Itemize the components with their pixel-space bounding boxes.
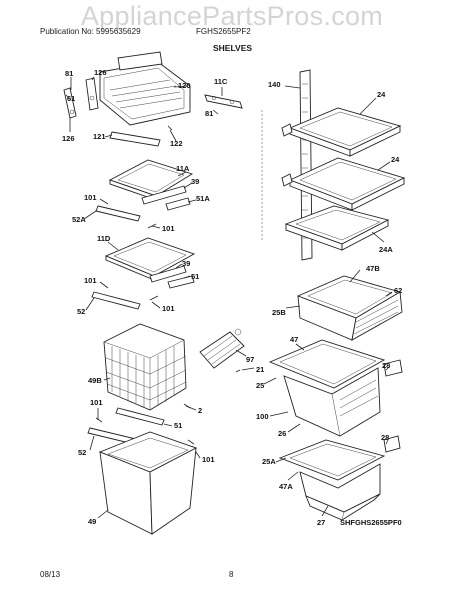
- callout-25b: 25B: [272, 308, 286, 317]
- callout-49: 49: [88, 517, 96, 526]
- callout-26: 26: [278, 429, 286, 438]
- bin-49-drawing: [98, 431, 198, 535]
- crisper-25a-drawing: [278, 435, 401, 521]
- section-title: SHELVES: [213, 43, 253, 53]
- callout-28-b: 28: [381, 433, 389, 442]
- callout-21: 21: [256, 365, 264, 374]
- callout-28: 28: [382, 361, 390, 370]
- callout-27: 27: [317, 518, 325, 527]
- callout-39: 39: [191, 177, 199, 186]
- crisper-47b-drawing: [296, 275, 403, 341]
- bracket-11c-drawing: [204, 94, 243, 115]
- callout-24-upper: 24: [377, 90, 386, 99]
- callout-11a: 11A: [176, 164, 190, 173]
- shelf-24-middle-drawing: [281, 157, 406, 211]
- callout-11c: 11C: [214, 77, 228, 86]
- page-number: 8: [229, 570, 234, 579]
- callout-47: 47: [290, 335, 298, 344]
- callout-52: 52: [77, 307, 85, 316]
- footer-date: 08/13: [40, 570, 61, 579]
- rail-140-drawing: [261, 69, 313, 261]
- callout-126: 126: [94, 68, 107, 77]
- callout-47a: 47A: [279, 482, 293, 491]
- callout-101-d: 101: [162, 304, 175, 313]
- callout-52-b: 52: [78, 448, 86, 457]
- callout-101-f: 101: [202, 455, 215, 464]
- callout-121: 121: [93, 132, 106, 141]
- callout-101-c: 101: [84, 276, 97, 285]
- callout-101: 101: [84, 193, 97, 202]
- callout-101-e: 101: [90, 398, 103, 407]
- callout-101-b: 101: [162, 224, 175, 233]
- bin-120-drawing: [63, 51, 191, 147]
- model-number: FGHS2655PF2: [196, 27, 251, 36]
- part-97-drawing: [199, 328, 245, 373]
- callout-49b: 49B: [88, 376, 102, 385]
- callout-97: 97: [246, 355, 254, 364]
- callout-120: 120: [178, 81, 191, 90]
- shelf-24-upper-drawing: [281, 107, 402, 157]
- callout-61: 61: [67, 94, 75, 103]
- callout-62: 62: [394, 286, 402, 295]
- callout-126-lower: 126: [62, 134, 75, 143]
- callout-2: 2: [198, 406, 202, 415]
- diagram-code: SHFGHS2655PF0: [340, 518, 402, 527]
- callout-47b: 47B: [366, 264, 380, 273]
- callout-81: 81: [65, 69, 73, 78]
- callout-51a: 51A: [196, 194, 210, 203]
- callout-25: 25: [256, 381, 264, 390]
- crisper-47-drawing: [268, 339, 403, 437]
- shelf-11a-drawing: [95, 159, 194, 229]
- callout-51-b: 51: [174, 421, 182, 430]
- callout-24a: 24A: [379, 245, 393, 254]
- callout-25a: 25A: [262, 457, 276, 466]
- callout-39-b: 39: [182, 259, 190, 268]
- watermark: AppliancePartsPros.com: [80, 1, 384, 31]
- shelf-11d-drawing: [91, 237, 196, 310]
- publication-number: Publication No: 5995635629: [40, 27, 141, 36]
- callout-81-right: 81: [205, 109, 213, 118]
- callout-24-middle: 24: [391, 155, 400, 164]
- shelf-24a-drawing: [284, 205, 390, 251]
- basket-49b-drawing: [103, 323, 191, 411]
- callout-51: 51: [191, 272, 199, 281]
- callout-122: 122: [170, 139, 183, 148]
- callout-140: 140: [268, 80, 281, 89]
- callout-100: 100: [256, 412, 269, 421]
- callout-52a: 52A: [72, 215, 86, 224]
- callout-11d: 11D: [97, 234, 111, 243]
